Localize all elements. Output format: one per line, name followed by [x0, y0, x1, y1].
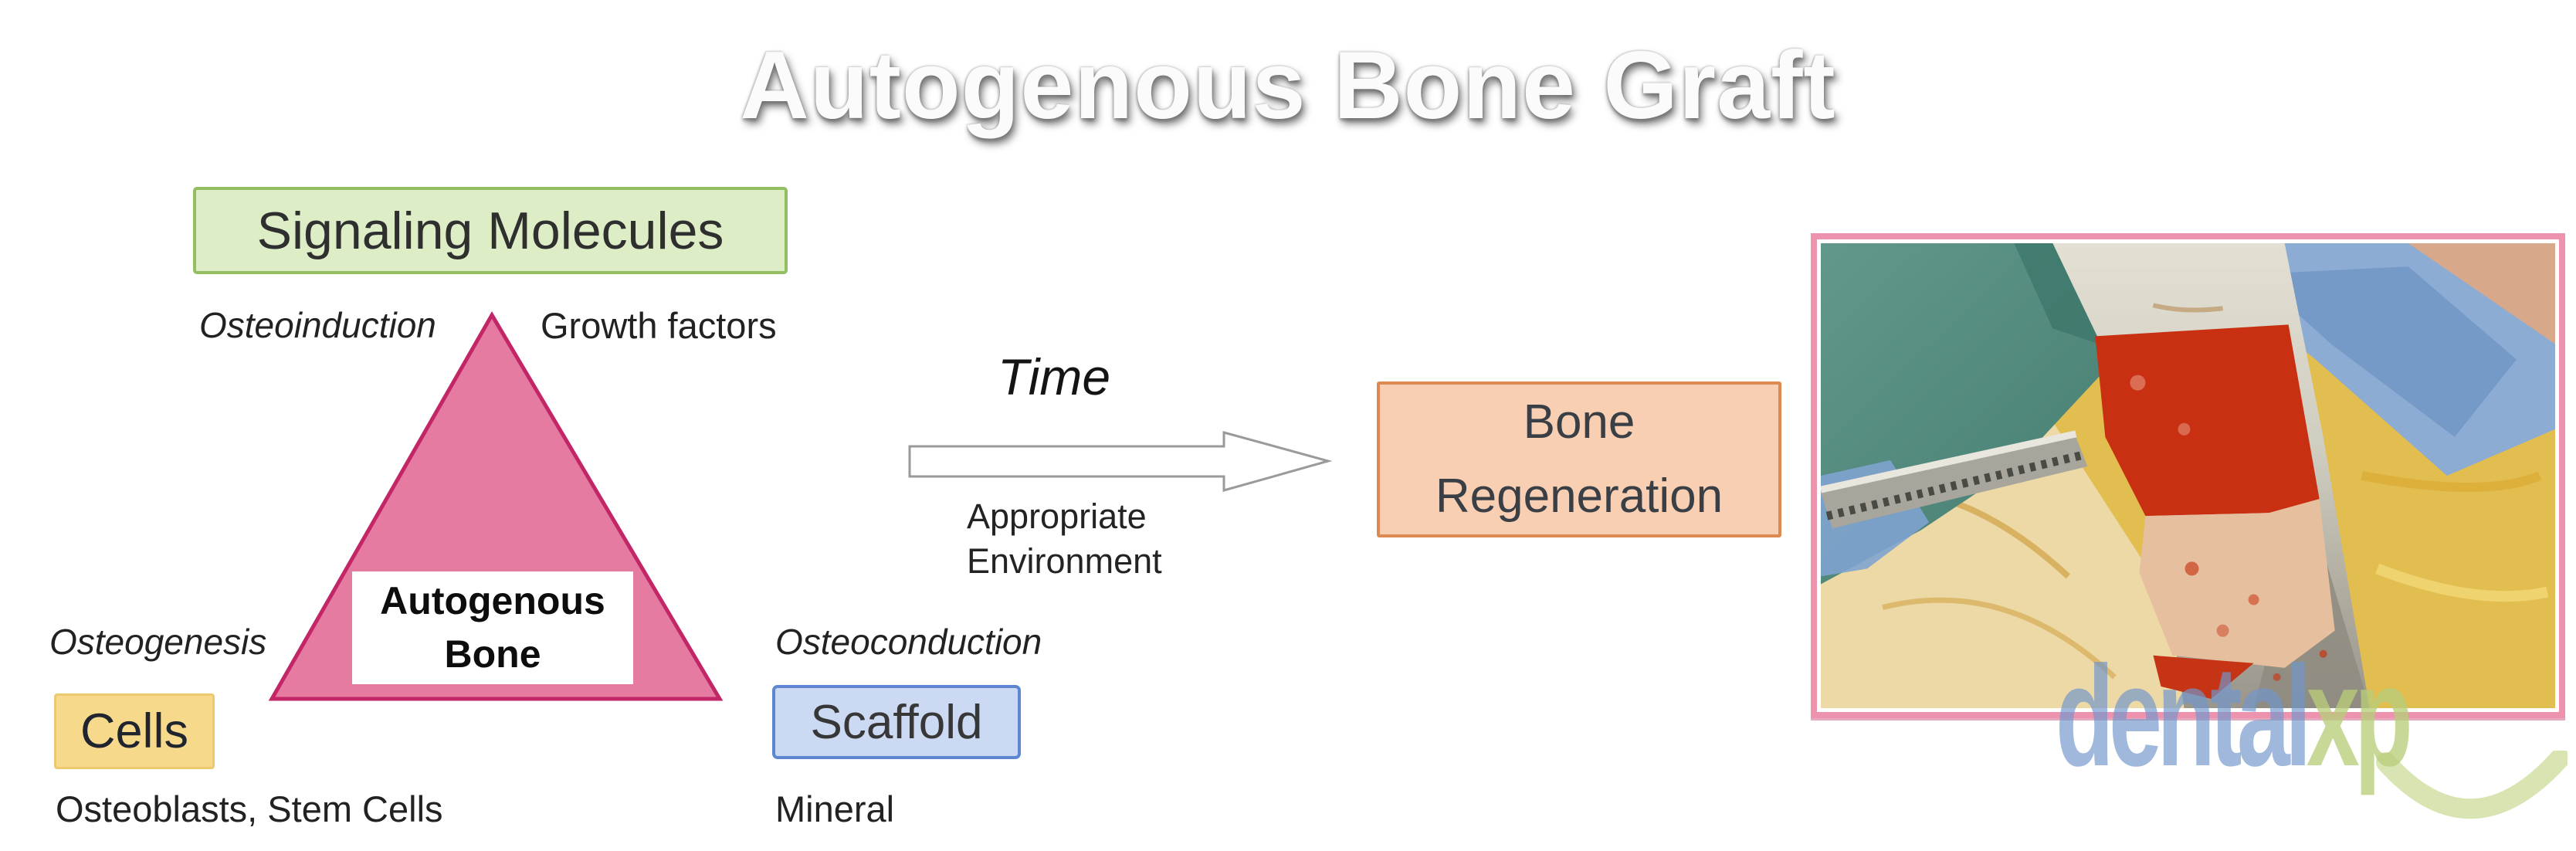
tissue-streak [2361, 471, 2542, 493]
bone-graft-cancellous [2139, 499, 2335, 668]
autogenous-bone-line1: Autogenous [380, 579, 605, 622]
appropriate-line: Appropriate [967, 497, 1147, 536]
scaffold-box: Scaffold [772, 685, 1021, 759]
bone-regeneration-line2: Regeneration [1435, 470, 1724, 523]
tissue-streak [2375, 563, 2549, 602]
bone-regeneration-box: Bone Regeneration [1377, 381, 1781, 537]
bone-regeneration-line1: Bone [1523, 395, 1635, 449]
slide-title: Autogenous Bone Graft [740, 32, 1836, 139]
smile-arc [2376, 751, 2568, 819]
autogenous-bone-center-box: Autogenous Bone [352, 571, 633, 684]
signaling-molecules-label: Signaling Molecules [256, 201, 724, 260]
blood-speck [2319, 649, 2327, 658]
blood-speck [2273, 673, 2281, 681]
watermark-xp-text: xp [2306, 637, 2413, 796]
forceps-serration [1825, 451, 2082, 520]
time-arrow-icon [908, 431, 1333, 492]
blue-towel-fold [2253, 266, 2517, 437]
graft-highlight [2130, 375, 2146, 391]
autogenous-bone-line2: Bone [444, 632, 541, 676]
signaling-molecules-box: Signaling Molecules [193, 187, 788, 274]
cells-label: Cells [80, 704, 189, 758]
graft-speck [2248, 594, 2259, 605]
graft-speck [2216, 624, 2229, 637]
watermark-smile-icon [2376, 751, 2568, 819]
appropriate-environment-label: Appropriate Environment [967, 494, 1162, 583]
growth-factors-label: Growth factors [541, 305, 777, 346]
watermark-dental-text: dental [2056, 637, 2312, 796]
graft-speck [2185, 561, 2199, 576]
arrow-shape [908, 431, 1333, 492]
surgical-photo [1811, 233, 2565, 718]
blade-smudge [2152, 303, 2223, 313]
scaffold-label: Scaffold [810, 695, 983, 749]
tissue-streak [1882, 597, 2117, 680]
dentalxp-watermark: dentalxp [2056, 646, 2413, 788]
graft-highlight [2178, 422, 2191, 436]
osteoconduction-label: Osteoconduction [775, 622, 1042, 662]
time-label: Time [998, 348, 1111, 405]
mineral-label: Mineral [775, 788, 895, 829]
forceps-highlight [1821, 430, 2077, 493]
cells-box: Cells [54, 693, 215, 769]
osteogenesis-label: Osteogenesis [49, 622, 267, 662]
surgical-photo-illustration [1821, 243, 2555, 708]
graft-lower-tip [2153, 655, 2254, 699]
osteoblasts-stem-cells-label: Osteoblasts, Stem Cells [56, 788, 443, 829]
osteoinduction-label: Osteoinduction [199, 305, 436, 345]
environment-line: Environment [967, 541, 1162, 581]
bone-graft-block [2095, 324, 2320, 517]
